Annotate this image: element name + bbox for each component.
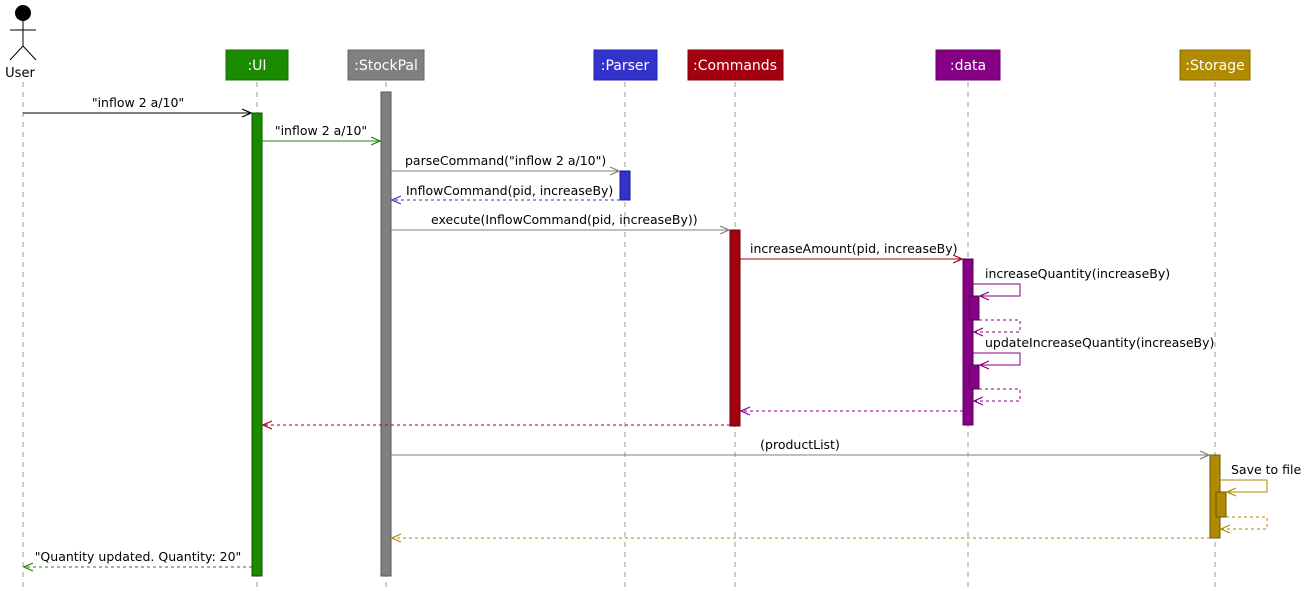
message-label: updateIncreaseQuantity(increaseBy)	[985, 335, 1214, 350]
participant-label: :Parser	[601, 58, 650, 74]
participant-commands: :Commands	[687, 49, 784, 81]
message-label: parseCommand("inflow 2 a/10")	[405, 153, 606, 168]
message-label: "inflow 2 a/10"	[275, 123, 367, 138]
message-label: InflowCommand(pid, increaseBy)	[406, 183, 613, 198]
message-m8: updateIncreaseQuantity(increaseBy)	[973, 335, 1214, 401]
activation-ui	[251, 112, 263, 577]
participant-label: :UI	[247, 58, 266, 74]
actor-label: User	[5, 66, 35, 81]
participant-label: :Commands	[693, 58, 777, 74]
self-message-call	[973, 283, 1021, 296]
message-m1: "inflow 2 a/10"	[23, 95, 251, 113]
activation-data-nested-2	[968, 364, 980, 390]
message-m11: (productList)	[391, 437, 1209, 455]
message-label: "Quantity updated. Quantity: 20"	[35, 549, 242, 564]
message-m12: Save to file	[1220, 462, 1302, 529]
message-label: Save to file	[1231, 462, 1302, 477]
activation-stockpal	[380, 91, 392, 577]
participant-box	[225, 49, 289, 81]
activation-bars	[251, 91, 1227, 577]
activation-data	[962, 258, 974, 426]
participant-box	[1179, 49, 1251, 81]
actor-leg-left	[9, 45, 24, 61]
participant-parser: :Parser	[593, 49, 658, 81]
actor-user: User	[5, 5, 37, 81]
message-m4: InflowCommand(pid, increaseBy)	[392, 183, 620, 200]
message-m2: "inflow 2 a/10"	[262, 123, 380, 141]
message-label: increaseAmount(pid, increaseBy)	[750, 241, 958, 256]
participant-stockpal: :StockPal	[347, 49, 425, 81]
self-message-return	[974, 388, 1021, 401]
self-message-return	[974, 319, 1021, 332]
participant-box	[935, 49, 1001, 81]
message-m3: parseCommand("inflow 2 a/10")	[391, 153, 619, 171]
message-label: increaseQuantity(increaseBy)	[985, 266, 1170, 281]
participant-label: :Storage	[1185, 58, 1245, 74]
participant-ui: :UI	[225, 49, 289, 81]
activation-commands	[729, 229, 741, 427]
activation-parser	[619, 170, 631, 201]
message-m6: increaseAmount(pid, increaseBy)	[740, 241, 962, 259]
activation-storage-nested	[1215, 491, 1227, 518]
participant-data: :data	[935, 49, 1001, 81]
participant-box	[347, 49, 425, 81]
actor-head	[15, 5, 31, 21]
message-m14: "Quantity updated. Quantity: 20"	[24, 549, 252, 567]
message-m5: execute(InflowCommand(pid, increaseBy))	[391, 212, 729, 230]
message-m7: increaseQuantity(increaseBy)	[973, 266, 1170, 332]
self-message-call	[973, 352, 1021, 365]
participant-box	[687, 49, 784, 81]
message-label: (productList)	[760, 437, 840, 452]
actor-leg-right	[22, 45, 37, 61]
activation-data-nested-1	[968, 295, 980, 321]
participant-storage: :Storage	[1179, 49, 1251, 81]
participant-label: :StockPal	[354, 58, 418, 74]
participant-box	[593, 49, 658, 81]
message-label: "inflow 2 a/10"	[92, 95, 184, 110]
participant-label: :data	[950, 58, 986, 74]
self-message-call	[1220, 479, 1268, 492]
self-message-return	[1221, 516, 1268, 529]
message-label: execute(InflowCommand(pid, increaseBy))	[431, 212, 698, 227]
